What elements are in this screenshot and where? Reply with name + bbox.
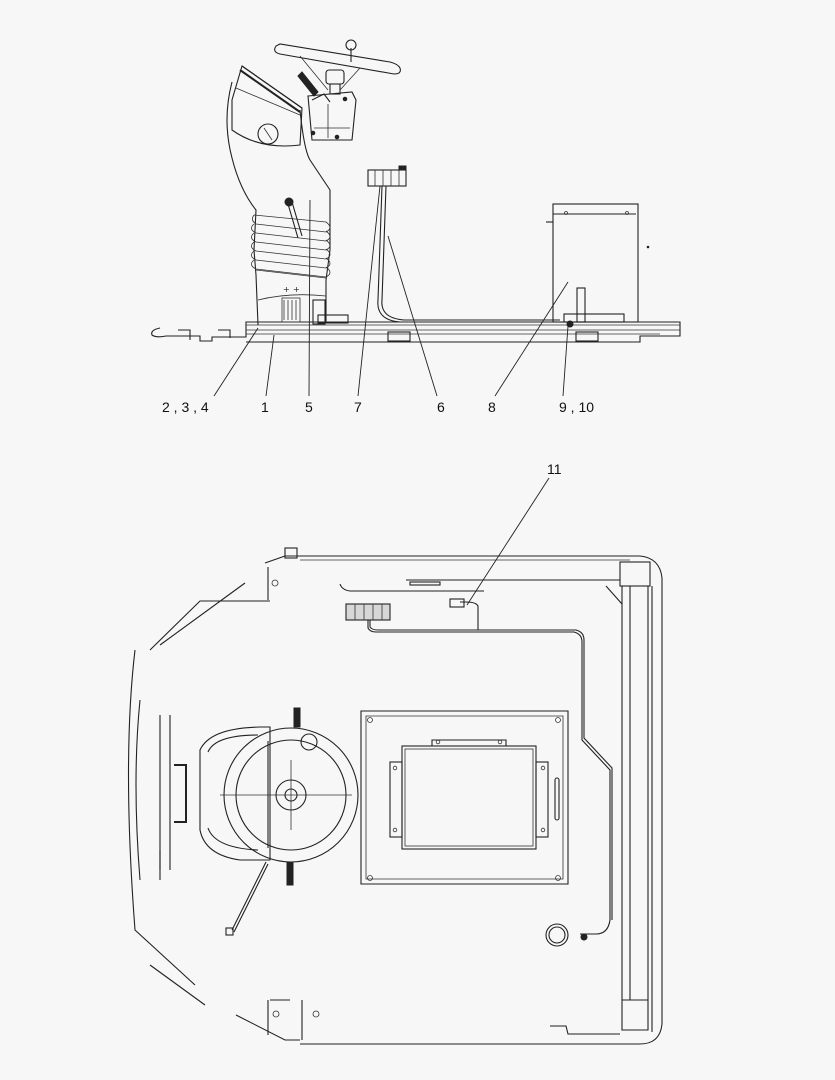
harness-top [367,598,613,947]
leader-line-11 [466,477,550,606]
leader-lines-side [213,185,569,397]
column-cover [231,65,303,147]
callout-6: 6 [437,399,445,415]
control-box-top [360,710,569,885]
callout-7: 7 [354,399,362,415]
steering-column: + + [226,81,331,326]
callout-5: 5 [305,399,313,415]
switch-block-top [345,603,391,621]
callout-11: 11 [547,461,562,477]
platform-outline [127,547,663,1045]
control-box-side [546,203,650,328]
floor-plate [151,314,681,343]
callout-8: 8 [488,399,496,415]
callout-9-10: 9 , 10 [559,399,595,415]
switch-block-side [367,165,560,323]
steering-wheel-top [199,707,359,936]
top-view [127,477,663,1045]
svg-text:+: + [283,285,290,294]
control-panel [274,39,401,141]
side-view: + + [151,39,681,397]
callout-1: 1 [261,399,269,415]
svg-text:+: + [293,285,300,294]
callout-2-3-4: 2 , 3 , 4 [162,399,209,415]
